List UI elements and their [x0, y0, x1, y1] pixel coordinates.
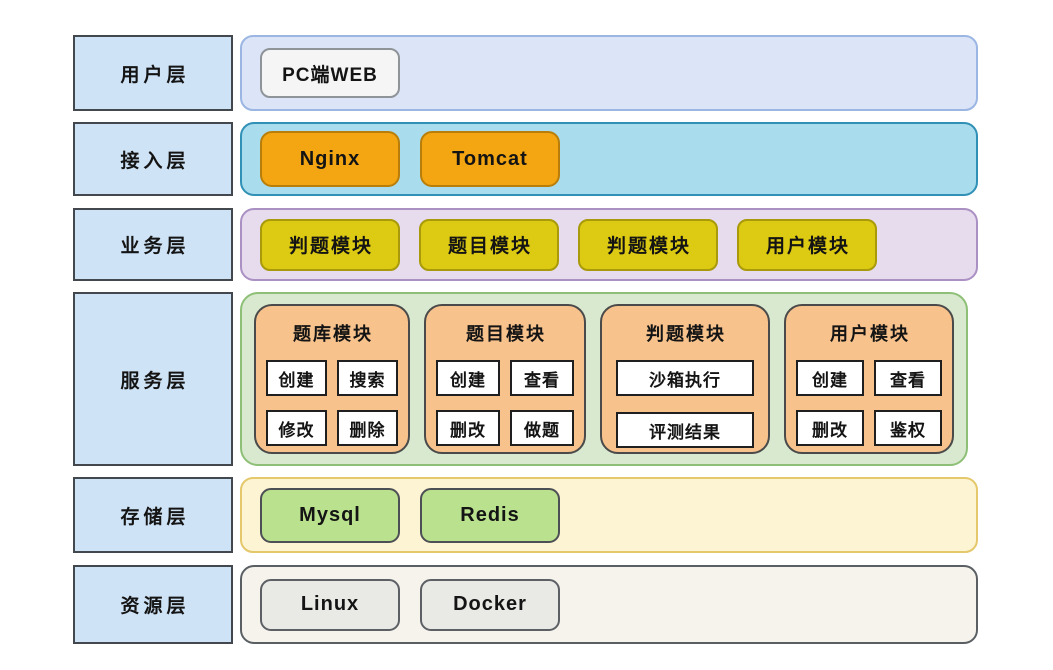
action-eval-result: 评测结果 [616, 412, 754, 448]
layer-label-service: 服务层 [73, 292, 233, 466]
node-docker: Docker [420, 578, 560, 631]
card-title: 题库模块 [293, 324, 373, 344]
card-actions: 沙箱执行 评测结果 [612, 360, 758, 448]
action-delete-modify: 删改 [796, 410, 864, 446]
service-card-user: 用户模块 创建 查看 删改 鉴权 [784, 304, 954, 454]
node-redis: Redis [420, 487, 560, 543]
node-nginx: Nginx [260, 131, 400, 187]
card-title: 判题模块 [646, 324, 726, 344]
action-delete: 删除 [337, 410, 398, 446]
action-create: 创建 [796, 360, 864, 396]
storage-layer-panel: Mysql Redis [240, 477, 978, 553]
node-judge-module: 判题模块 [578, 218, 718, 271]
card-actions: 创建 查看 删改 鉴权 [796, 360, 942, 446]
card-title: 用户模块 [830, 324, 910, 344]
service-layer-panel: 题库模块 创建 搜索 修改 删除 题目模块 创建 查看 删改 做题 判题模块 沙… [240, 292, 968, 466]
action-search: 搜索 [337, 360, 398, 396]
user-layer-panel: PC端WEB [240, 35, 978, 111]
service-card-judge: 判题模块 沙箱执行 评测结果 [600, 304, 770, 454]
action-modify: 修改 [266, 410, 327, 446]
action-auth: 鉴权 [874, 410, 942, 446]
action-delete-modify: 删改 [436, 410, 500, 446]
node-tomcat: Tomcat [420, 131, 560, 187]
card-actions: 创建 搜索 修改 删除 [266, 360, 398, 446]
layer-label-resource: 资源层 [73, 565, 233, 644]
access-layer-panel: Nginx Tomcat [240, 122, 978, 196]
card-actions: 创建 查看 删改 做题 [436, 360, 574, 446]
node-linux: Linux [260, 578, 400, 631]
business-layer-panel: 判题模块 题目模块 判题模块 用户模块 [240, 208, 978, 281]
layer-label-user: 用户层 [73, 35, 233, 111]
action-sandbox-exec: 沙箱执行 [616, 360, 754, 396]
node-mysql: Mysql [260, 487, 400, 543]
layer-label-business: 业务层 [73, 208, 233, 281]
service-card-question: 题目模块 创建 查看 删改 做题 [424, 304, 586, 454]
resource-layer-panel: Linux Docker [240, 565, 978, 644]
action-view: 查看 [510, 360, 574, 396]
node-user-module: 用户模块 [737, 218, 877, 271]
action-view: 查看 [874, 360, 942, 396]
service-card-question-bank: 题库模块 创建 搜索 修改 删除 [254, 304, 410, 454]
node-pc-web: PC端WEB [260, 48, 400, 98]
action-create: 创建 [436, 360, 500, 396]
action-solve: 做题 [510, 410, 574, 446]
node-question-module: 题目模块 [419, 218, 559, 271]
node-judge-module: 判题模块 [260, 218, 400, 271]
card-title: 题目模块 [466, 324, 546, 344]
layer-label-access: 接入层 [73, 122, 233, 196]
layer-label-storage: 存储层 [73, 477, 233, 553]
action-create: 创建 [266, 360, 327, 396]
